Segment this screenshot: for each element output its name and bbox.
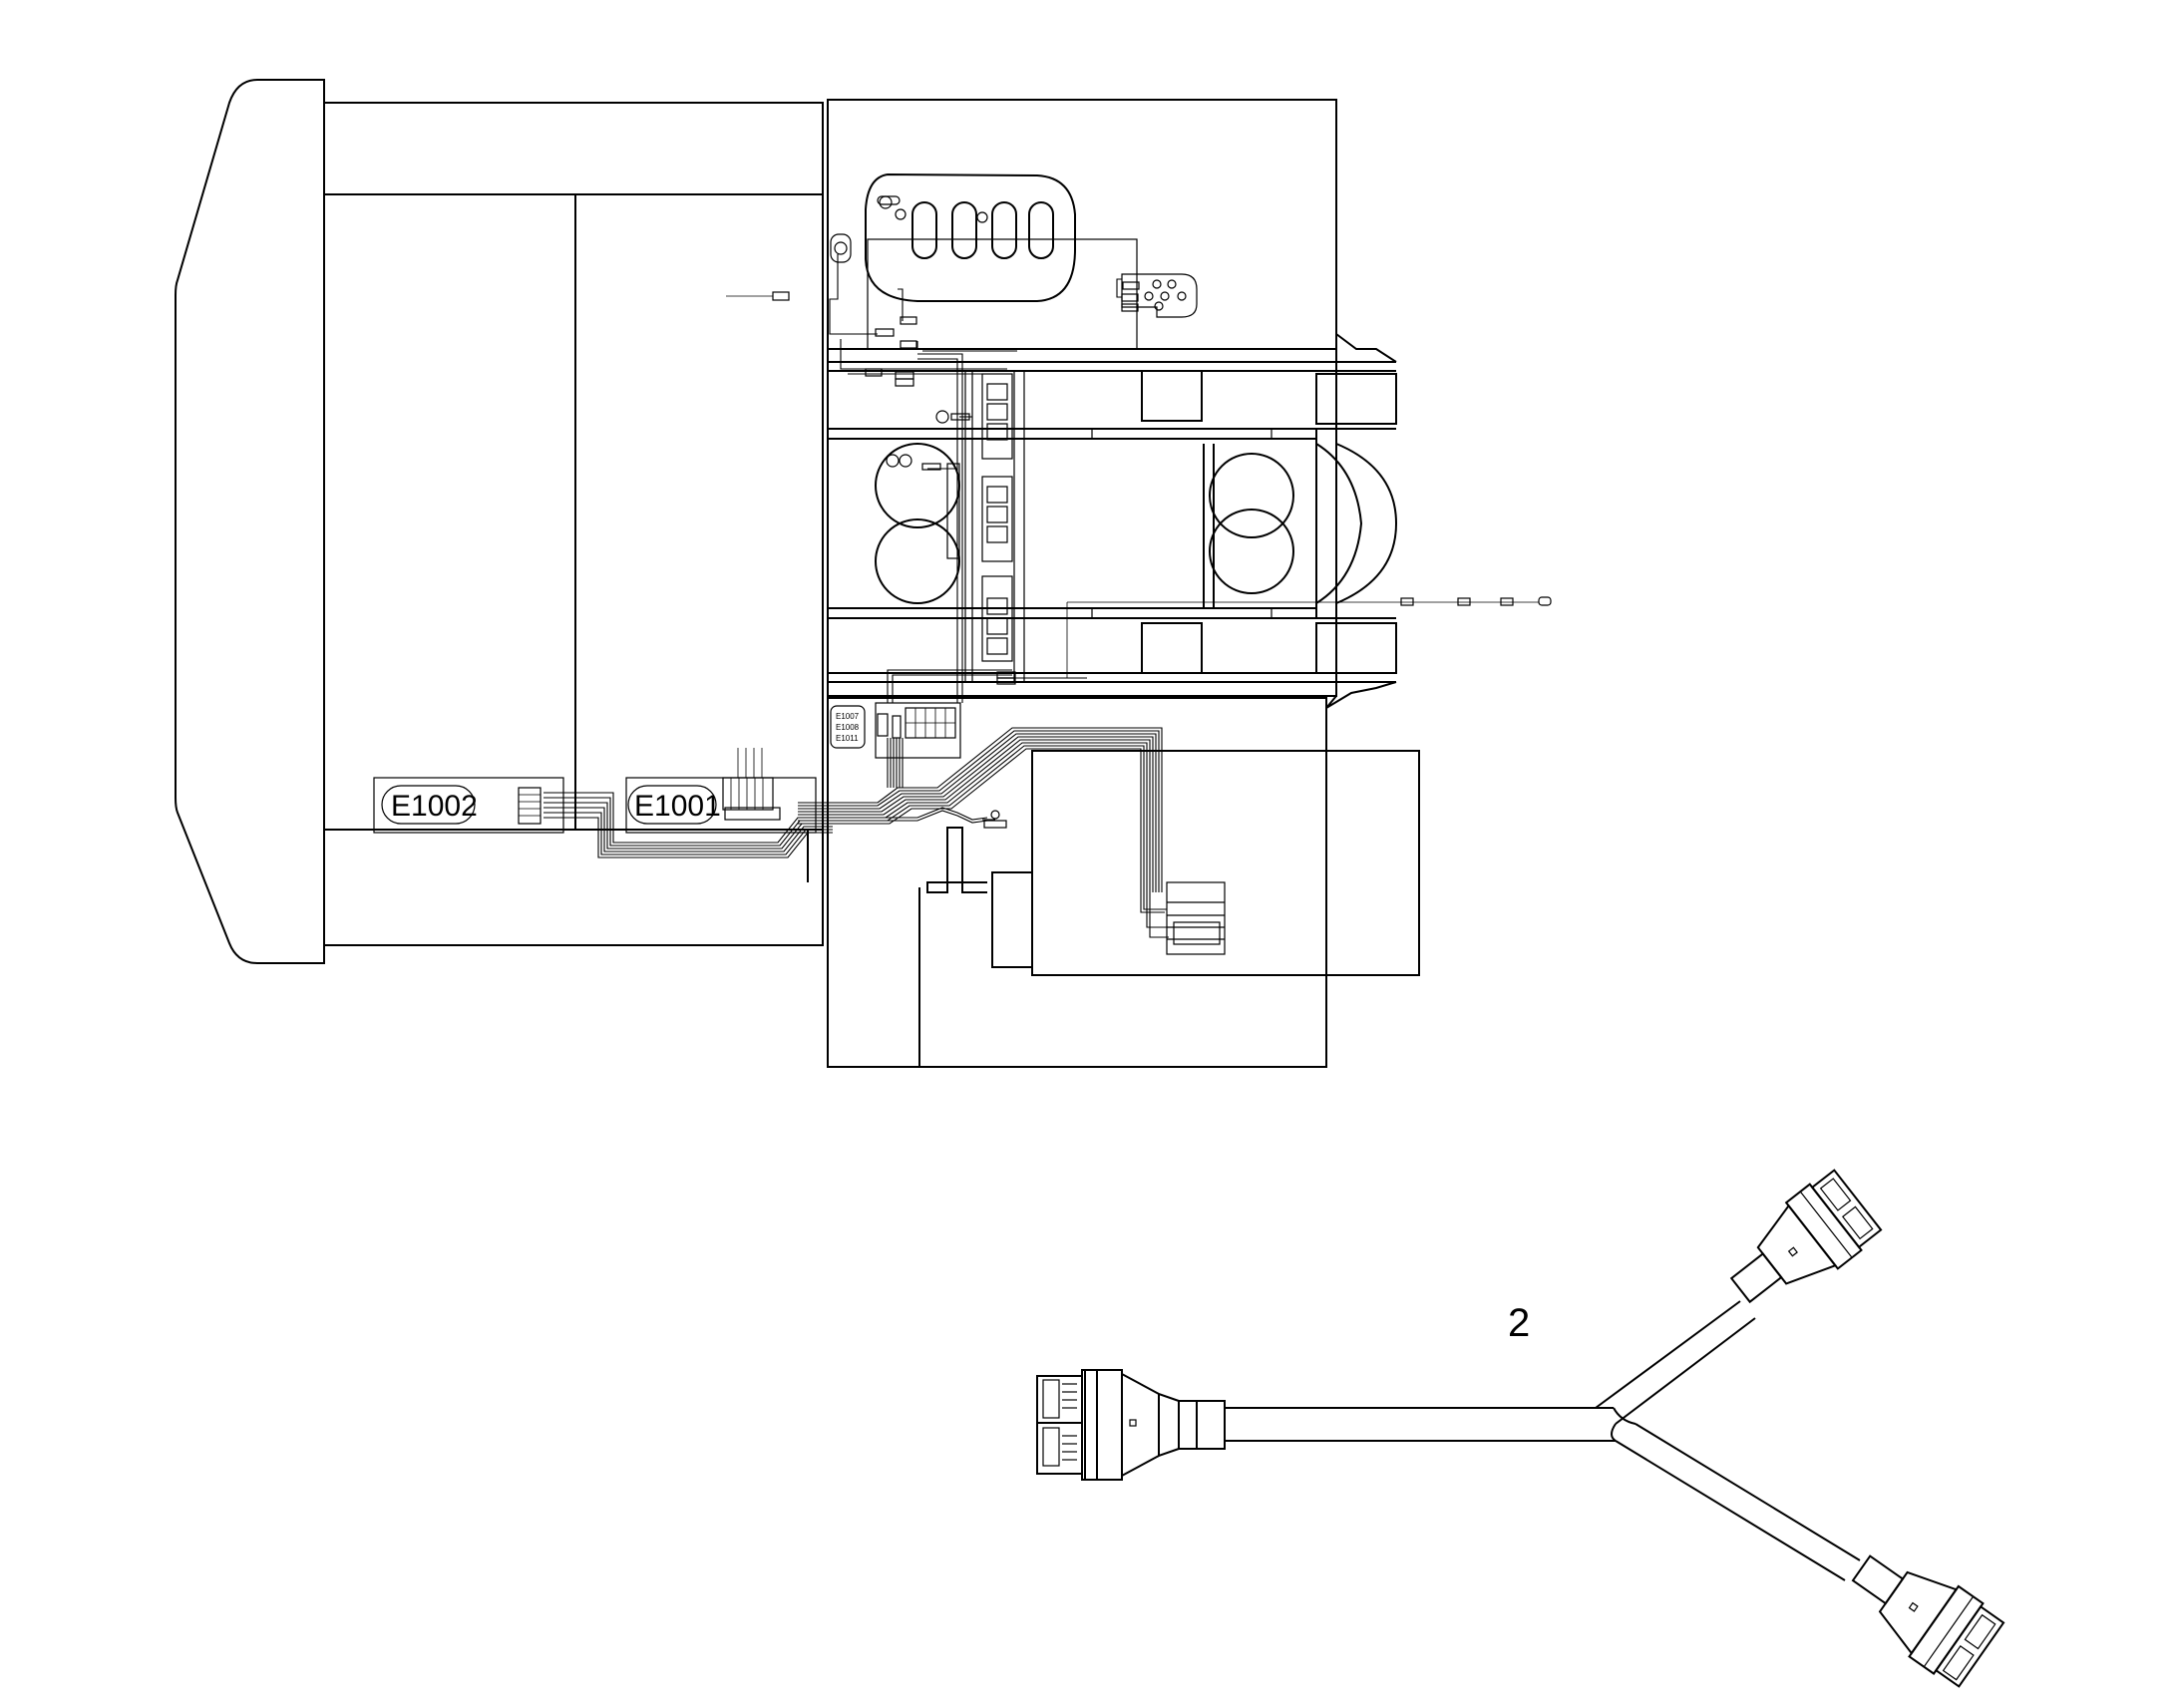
label-e1007: E1007	[836, 712, 860, 721]
e1002-badge	[381, 785, 476, 825]
e1001-module: E1001	[625, 748, 817, 834]
label-e1002: E1002	[391, 790, 478, 823]
cab-block	[323, 102, 824, 946]
controller-box: E1007 E1008 E1011	[830, 702, 961, 759]
front-bumper	[175, 79, 325, 964]
relay-blocks	[946, 373, 1013, 662]
y-cable-harness: 2	[1036, 1169, 2005, 1688]
bottom-right-connector	[1851, 1554, 2005, 1688]
rear-module	[1031, 750, 1420, 976]
callout-part-2: 2	[1508, 1301, 1530, 1345]
left-connector	[1036, 1369, 1226, 1481]
wiring-harness	[544, 254, 1169, 938]
chassis-frame	[827, 333, 1398, 709]
engine-panel	[827, 99, 1337, 350]
label-e1001: E1001	[634, 790, 721, 823]
engine-housing	[865, 172, 1076, 302]
small-connectors	[726, 291, 1552, 685]
label-e1011: E1011	[836, 734, 859, 743]
rear-section	[827, 697, 1420, 1068]
e1001-badge	[627, 785, 717, 825]
cylinders	[911, 201, 1054, 259]
top-right-connector	[1729, 1169, 1883, 1304]
label-e1008: E1008	[836, 723, 860, 732]
e1002-module: E1002	[373, 777, 564, 834]
machine-outline: E1007 E1008 E1011 E1002	[175, 79, 1552, 1068]
